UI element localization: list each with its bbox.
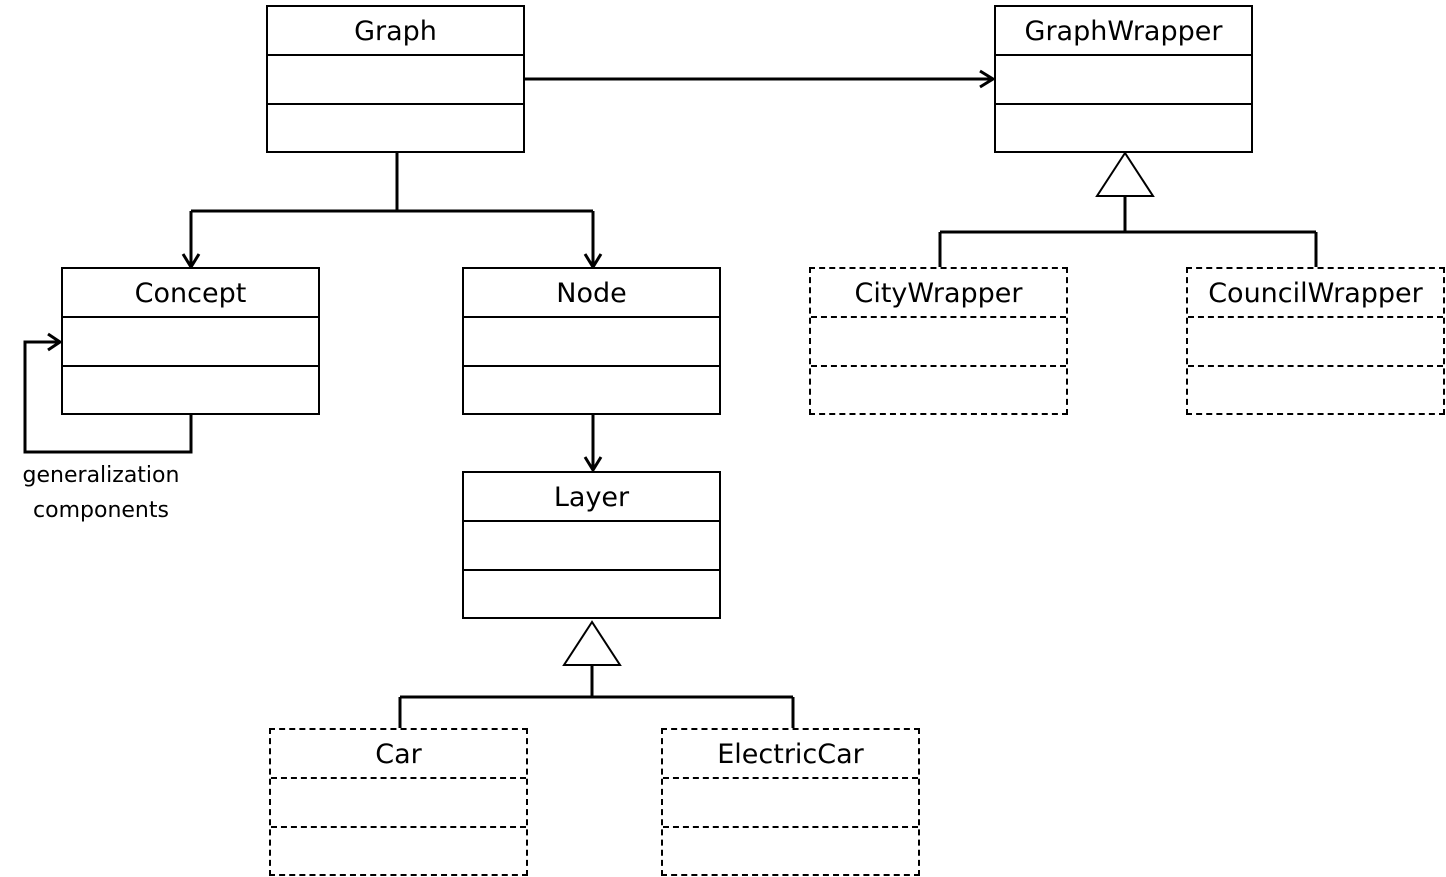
class-layer: Layer — [462, 471, 721, 619]
methods-compartment — [811, 367, 1066, 416]
class-concept: Concept — [61, 267, 320, 415]
methods-compartment — [271, 828, 526, 877]
graph-to-graphwrapper-arrowhead — [979, 69, 996, 89]
layer-generalization-triangle — [562, 620, 622, 666]
class-name-node: Node — [464, 269, 719, 318]
class-name-councilwrapper: CouncilWrapper — [1188, 269, 1443, 318]
class-car: Car — [269, 728, 528, 876]
methods-compartment — [996, 105, 1251, 154]
attributes-compartment — [268, 56, 523, 105]
node-to-layer-arrowhead — [583, 456, 603, 473]
graphwrapper-generalization-triangle — [1095, 151, 1155, 197]
methods-compartment — [464, 571, 719, 620]
class-councilwrapper: CouncilWrapper — [1186, 267, 1445, 415]
methods-compartment — [1188, 367, 1443, 416]
class-node: Node — [462, 267, 721, 415]
attributes-compartment — [996, 56, 1251, 105]
class-electriccar: ElectricCar — [661, 728, 920, 876]
class-graph: Graph — [266, 5, 525, 153]
concept-self-arrowhead — [47, 332, 63, 352]
methods-compartment — [464, 367, 719, 416]
class-name-concept: Concept — [63, 269, 318, 318]
methods-compartment — [663, 828, 918, 877]
concept-self-association — [23, 340, 193, 454]
class-graphwrapper: GraphWrapper — [994, 5, 1253, 153]
attributes-compartment — [663, 779, 918, 828]
attributes-compartment — [464, 318, 719, 367]
class-name-car: Car — [271, 730, 526, 779]
attributes-compartment — [811, 318, 1066, 367]
methods-compartment — [63, 367, 318, 416]
self-reference-label-line1: generalization — [22, 463, 180, 488]
attributes-compartment — [271, 779, 526, 828]
class-name-electriccar: ElectricCar — [663, 730, 918, 779]
self-reference-label-line2: components — [33, 498, 169, 523]
methods-compartment — [268, 105, 523, 154]
class-name-graph: Graph — [268, 7, 523, 56]
class-name-layer: Layer — [464, 473, 719, 522]
class-citywrapper: CityWrapper — [809, 267, 1068, 415]
class-name-citywrapper: CityWrapper — [811, 269, 1066, 318]
attributes-compartment — [1188, 318, 1443, 367]
attributes-compartment — [464, 522, 719, 571]
class-name-graphwrapper: GraphWrapper — [996, 7, 1251, 56]
attributes-compartment — [63, 318, 318, 367]
self-reference-label: generalization components — [1, 458, 201, 528]
